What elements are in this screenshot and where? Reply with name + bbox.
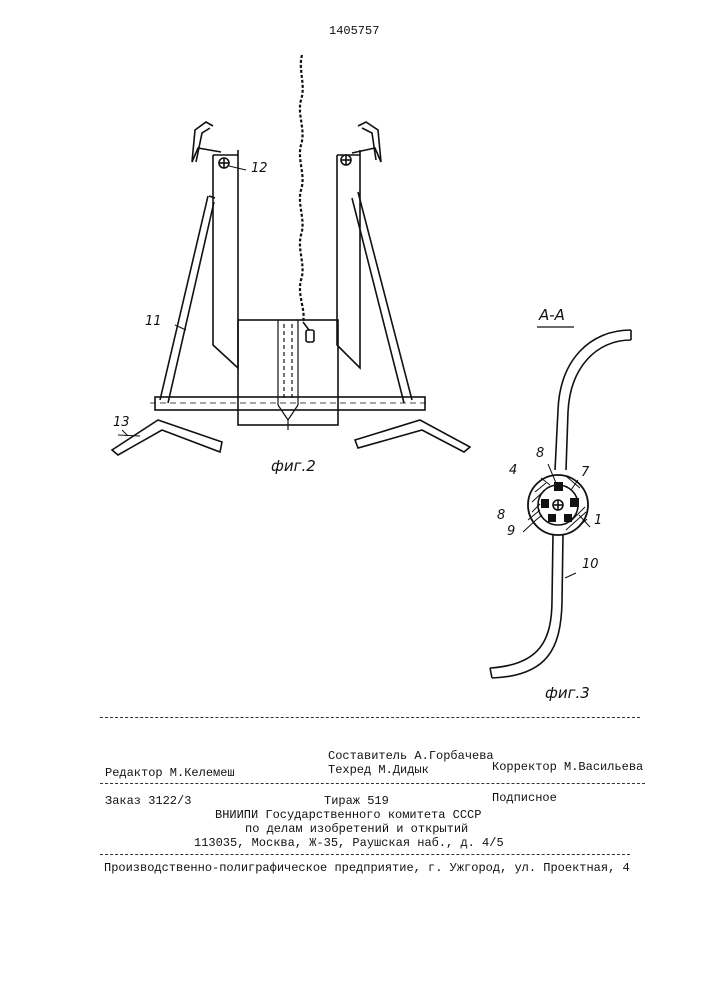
org-line-3: 113035, Москва, Ж-35, Раушская наб., д. … bbox=[194, 836, 504, 850]
org-line-2: по делам изобретений и открытий bbox=[245, 822, 468, 836]
right-arm bbox=[337, 122, 381, 368]
label-7: 7 bbox=[581, 465, 589, 480]
compiler: Составитель А.Горбачева bbox=[328, 749, 494, 763]
figure-3-caption: фиг.3 bbox=[545, 684, 590, 702]
org-line-1: ВНИИПИ Государственного комитета СССР bbox=[215, 808, 481, 822]
label-10: 10 bbox=[582, 557, 599, 572]
divider-mid bbox=[100, 783, 645, 784]
label-9: 9 bbox=[507, 524, 515, 539]
subscription: Подписное bbox=[492, 791, 557, 805]
section-a-a bbox=[490, 327, 631, 678]
label-11: 11 bbox=[145, 314, 162, 329]
print-run: Тираж 519 bbox=[324, 794, 389, 808]
corrector: Корректор М.Васильева bbox=[492, 760, 643, 774]
label-8-bottom: 8 bbox=[497, 508, 505, 523]
techred: Техред М.Дидык bbox=[328, 763, 429, 777]
label-8-top: 8 bbox=[536, 446, 544, 461]
editor: Редактор М.Келемеш bbox=[105, 766, 235, 780]
printer: Производственно-полиграфическое предприя… bbox=[104, 861, 630, 875]
divider-bottom bbox=[100, 854, 630, 855]
label-13: 13 bbox=[113, 415, 130, 430]
label-1: 1 bbox=[594, 513, 602, 528]
section-title: А-А bbox=[539, 306, 565, 324]
divider-top bbox=[100, 717, 640, 718]
chain bbox=[300, 55, 304, 322]
label-4: 4 bbox=[509, 463, 517, 478]
label-12: 12 bbox=[251, 161, 268, 176]
figure-2-caption: фиг.2 bbox=[271, 457, 316, 475]
order: Заказ 3122/3 bbox=[105, 794, 191, 808]
